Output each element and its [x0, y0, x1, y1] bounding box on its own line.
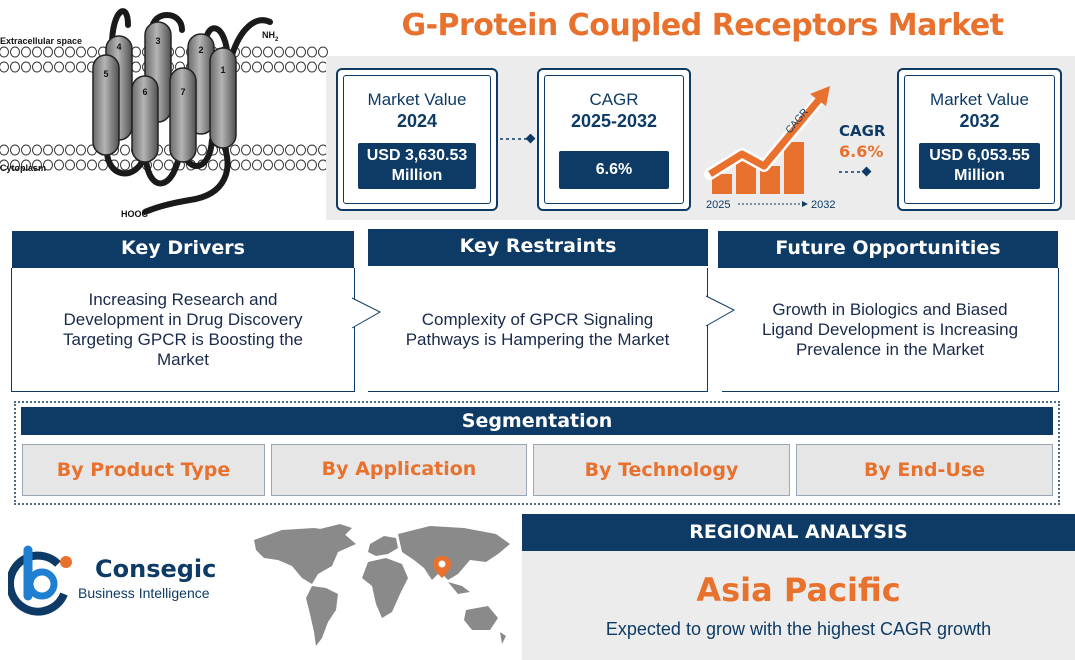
logo-subtitle: Business Intelligence — [78, 585, 210, 601]
regional-analysis-body: Asia Pacific Expected to grow with the h… — [522, 551, 1075, 660]
gpcr-receptor-diagram: 4 3 2 5 1 6 7 Extracellular space Cytopl… — [0, 8, 328, 219]
region-description: Expected to grow with the highest CAGR g… — [605, 619, 992, 639]
cagr-graphic-value: 6.6% — [839, 142, 883, 161]
location-pin-icon — [433, 556, 451, 578]
segmentation-header: Segmentation — [21, 407, 1053, 435]
segment-product-type: By Product Type — [22, 444, 265, 496]
key-drivers-text: Increasing Research and Development in D… — [11, 268, 355, 392]
stat-label: CAGR — [589, 90, 639, 109]
regional-analysis-header: REGIONAL ANALYSIS — [522, 514, 1075, 551]
key-restraints-text: Complexity of GPCR Signaling Pathways is… — [368, 268, 708, 392]
stat-year: 2024 — [396, 111, 438, 131]
growth-bar — [712, 174, 732, 194]
connector-arrow — [500, 134, 536, 144]
key-restraints-header: Key Restraints — [368, 229, 708, 266]
stat-period: 2025-2032 — [570, 111, 658, 131]
consegic-logo-icon — [8, 545, 72, 616]
stat-year: 2032 — [959, 111, 1000, 131]
hooc-label: HOOC — [121, 209, 149, 219]
start-year-label: 2025 — [706, 199, 730, 211]
helix-label: 6 — [142, 87, 147, 97]
trend-arrow-icon — [708, 93, 825, 177]
stat-value: USD 6,053.55 Million — [919, 143, 1040, 189]
page-title: G-Protein Coupled Receptors Market — [401, 8, 1004, 43]
market-value-2024-card: Market Value 2024 USD 3,630.53 Million — [336, 68, 498, 211]
segment-end-use: By End-Use — [796, 444, 1053, 496]
helix-label: 1 — [220, 65, 225, 75]
stat-value: 6.6% — [559, 151, 669, 189]
stat-value: USD 3,630.53 Million — [358, 143, 476, 189]
segment-application: By Application — [271, 444, 527, 496]
cagr-growth-graphic: CAGR CAGR 6.6% 2025 2032 — [704, 86, 886, 211]
growth-bar — [736, 158, 756, 194]
growth-bar — [760, 166, 780, 194]
logo-name: Consegic — [95, 555, 217, 583]
chevron-right-icon — [705, 295, 736, 327]
helix-label: 3 — [155, 36, 160, 46]
segmentation-frame — [14, 401, 1060, 505]
extracellular-label: Extracellular space — [0, 36, 82, 46]
helix-label: 2 — [198, 45, 203, 55]
segment-technology: By Technology — [533, 444, 790, 496]
nh2-label: NH2 — [262, 30, 279, 43]
chevron-right-icon — [351, 297, 382, 329]
helix-label: 4 — [116, 42, 121, 52]
helix-label: 7 — [180, 87, 185, 97]
world-map — [254, 524, 510, 646]
cagr-card: CAGR 2025-2032 6.6% — [537, 68, 691, 211]
market-value-2032-card: Market Value 2032 USD 6,053.55 Million — [897, 68, 1062, 211]
future-opportunities-text: Growth in Biologics and Biased Ligand De… — [722, 268, 1059, 392]
helix-label: 5 — [103, 69, 108, 79]
future-opportunities-header: Future Opportunities — [718, 231, 1058, 268]
key-drivers-header: Key Drivers — [12, 231, 354, 268]
region-name: Asia Pacific — [696, 571, 901, 609]
stat-label: Market Value — [930, 90, 1029, 109]
end-year-label: 2032 — [811, 199, 835, 211]
cagr-graphic-title: CAGR — [839, 122, 886, 140]
stat-label: Market Value — [367, 90, 467, 109]
cytoplasm-label: Cytoplasm — [0, 163, 46, 173]
growth-bar — [784, 142, 804, 194]
stats-panel: Market Value 2024 USD 3,630.53 Million C… — [326, 56, 1075, 220]
